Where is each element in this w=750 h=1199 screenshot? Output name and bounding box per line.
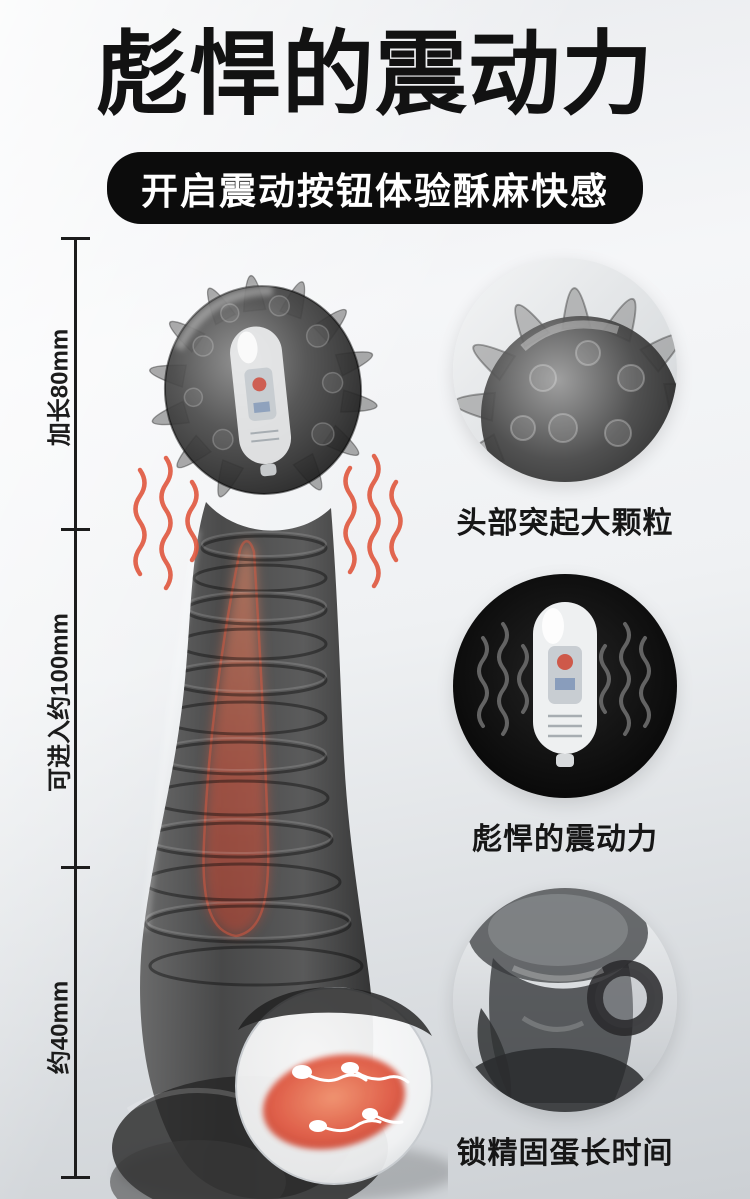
measurement-label-head: 加长80mm: [46, 328, 74, 447]
feature-vibration: 彪悍的震动力: [453, 574, 677, 858]
inner-red-silhouette: [203, 541, 269, 936]
feature-image-head-texture: [453, 258, 677, 482]
feature-image-base-ring: [453, 888, 677, 1112]
feature-base-ring: 锁精固蛋长时间: [453, 888, 677, 1172]
sperm-cells: [292, 1062, 410, 1133]
feature-label-base-ring: 锁精固蛋长时间: [456, 1137, 674, 1170]
measurement-label-base: 约40mm: [46, 980, 74, 1075]
closeup-vibration-waves: [477, 622, 651, 736]
product-render: [110, 275, 448, 1199]
vibration-waves-left: [133, 455, 199, 591]
bullet-vibrator: [230, 326, 292, 477]
ruler-tick-bottom: [61, 1176, 90, 1179]
feature-image-vibration: [453, 574, 677, 798]
feature-label-vibration: 彪悍的震动力: [472, 823, 658, 856]
head-nodules: [183, 295, 344, 451]
vibration-waves-right: [343, 453, 403, 589]
bullet-vibrator-closeup: [453, 574, 677, 798]
base-ring-closeup: [453, 888, 677, 1112]
head-texture-closeup: [453, 258, 677, 482]
measurement-label-shaft: 可进入约100mm: [46, 613, 74, 792]
spiked-head: [149, 275, 378, 498]
ruler-tick-top: [61, 237, 90, 240]
vibration-waves: [133, 453, 403, 591]
sperm-ball-illustration: [235, 987, 433, 1185]
subtitle-text: 开启震动按钮体验酥麻快感: [141, 171, 609, 212]
ruler-tick-lower: [61, 866, 90, 869]
feature-label-head-texture: 头部突起大颗粒: [456, 507, 674, 540]
subtitle-banner: 开启震动按钮体验酥麻快感: [107, 152, 643, 224]
ruler-tick-upper: [61, 528, 90, 531]
closeup-nodules: [510, 340, 645, 447]
ruler-line: [74, 238, 77, 1179]
page-title: 彪悍的震动力: [95, 24, 654, 126]
lock-ring: [587, 960, 663, 1036]
feature-head-texture: 头部突起大颗粒: [453, 258, 677, 542]
closeup-bullet: [533, 602, 597, 767]
